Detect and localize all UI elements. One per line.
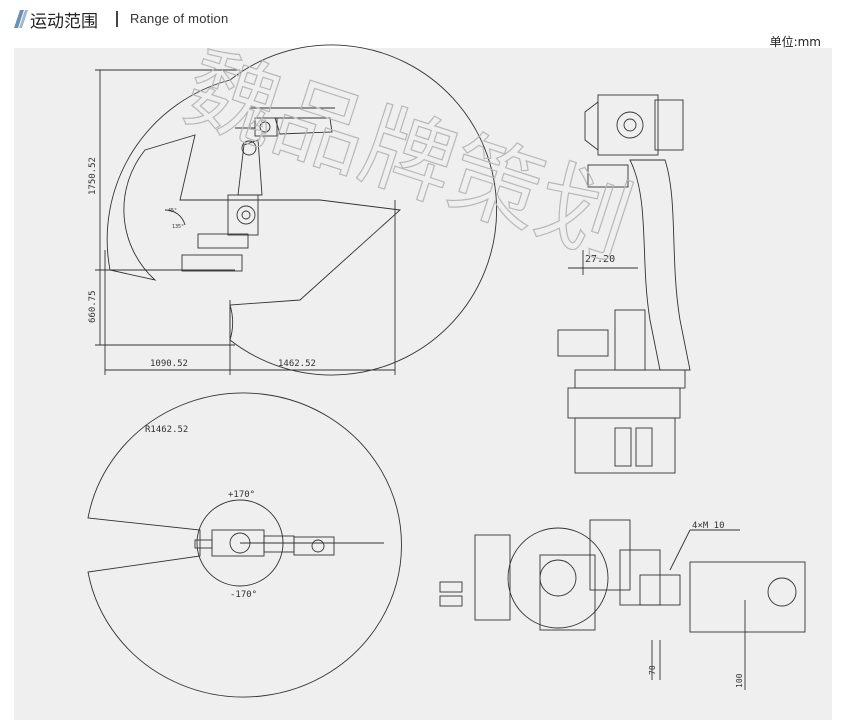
title-divider — [116, 11, 118, 27]
drawing-panel — [14, 48, 832, 720]
dim-height-upper: 1750.52 — [88, 157, 98, 195]
top-robot — [194, 529, 335, 557]
flange-left-block — [474, 534, 511, 621]
top-envelope-outline — [87, 392, 402, 698]
front-view: 27.20 — [557, 94, 691, 474]
side-robot — [181, 107, 335, 272]
header: 运动范围 Range of motion — [0, 0, 845, 40]
dim-width-right: 1462.52 — [278, 359, 316, 369]
section-title: 运动范围 — [30, 12, 98, 32]
flange-dim-a: 70 — [648, 665, 657, 675]
flange-rotor — [507, 527, 609, 629]
section-subtitle: Range of motion — [130, 11, 229, 26]
front-base — [574, 417, 676, 474]
front-head — [597, 94, 659, 156]
side-small-arc — [164, 209, 186, 226]
title-accent-icon — [14, 10, 28, 28]
dim-width-left: 1090.52 — [150, 359, 188, 369]
flange-end — [689, 561, 806, 633]
flange-view: 4×M 10 70 100 — [439, 519, 806, 690]
front-arm — [629, 159, 691, 371]
flange-bolt-note: 4×M 10 — [692, 521, 725, 531]
angle-small-a: 45° — [168, 208, 177, 214]
front-offset-label: 27.20 — [585, 254, 615, 265]
angle-small-b: 135° — [172, 224, 184, 230]
unit-label: 单位:mm — [769, 35, 821, 49]
top-angle-pos: +170° — [228, 490, 255, 500]
top-radius-label: R1462.52 — [145, 425, 188, 435]
flange-dim-b: 100 — [735, 673, 744, 688]
side-envelope-outline — [106, 44, 497, 376]
side-inner-arc — [229, 304, 234, 341]
dim-height-lower: 660.75 — [88, 290, 98, 323]
front-base-top — [567, 387, 681, 419]
top-angle-neg: -170° — [230, 590, 257, 600]
top-view: R1462.52 +170° -170° — [87, 392, 402, 698]
side-view: 1750.52 660.75 1090.52 1462.52 45° 135° — [88, 44, 497, 376]
